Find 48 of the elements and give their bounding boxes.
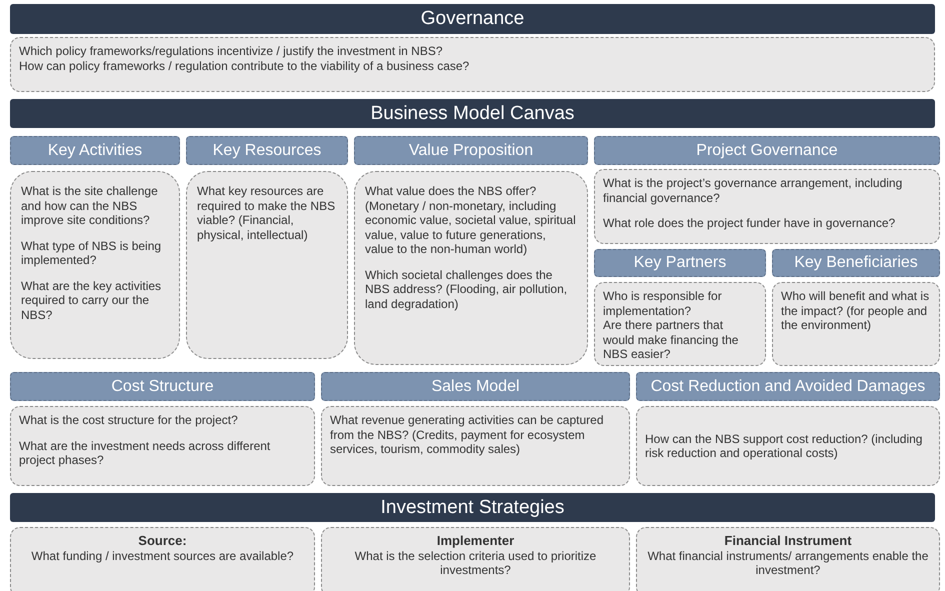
question-text: What revenue generating activities can be captured from the NBS? (Credits, payment for ecosystem services, tourism, commodity sales)	[330, 413, 604, 456]
question-card	[321, 527, 630, 591]
question-card	[10, 406, 315, 486]
card-heading: Implementer	[436, 534, 516, 548]
question-card	[594, 169, 940, 244]
question-text: What type of NBS is being implemented?	[21, 238, 162, 268]
question-text: What is the project’s governance arrangement, including financial governance?	[603, 176, 904, 205]
section-header-bar: Business Model Canvas	[10, 99, 935, 128]
block-header-bar: Key Partners	[594, 249, 766, 277]
question-text: What value does the NBS offer? (Monetary / non-monetary, including economic value, societal value, spiritual value, value to future generations, value to the non-human world)	[365, 184, 577, 256]
question-text: Which societal challenges does the NBS address? (Flooding, air pollution, land degradation)	[365, 268, 568, 311]
section-header-bar: Investment Strategies	[10, 493, 935, 522]
question-card	[636, 527, 940, 591]
question-text: How can policy frameworks / regulation contribute to the viability of a business case?	[19, 58, 470, 73]
block-header-bar: Cost Reduction and Avoided Damages	[636, 372, 940, 401]
question-card	[772, 282, 940, 366]
question-card	[594, 282, 766, 366]
block-header-bar: Cost Structure	[10, 372, 315, 401]
block-header-bar: Project Governance	[594, 136, 940, 165]
card-heading: Source:	[137, 534, 188, 548]
question-text: What is the selection criteria used to prioritize investments?	[354, 548, 598, 578]
question-text: What are the investment needs across different project phases?	[19, 438, 272, 468]
question-card	[10, 527, 315, 591]
question-card	[10, 37, 935, 92]
question-text: How can the NBS support cost reduction? (including risk reduction and operational costs)	[645, 432, 924, 460]
card-heading: Financial Instrument	[723, 534, 853, 548]
question-text: What key resources are required to make the NBS viable? (Financial, physical, intellectual)	[197, 184, 336, 242]
question-card	[186, 171, 348, 359]
question-text: What are the key activities required to carry our the NBS?	[21, 278, 162, 322]
question-text: What financial instruments/ arrangements enable the investment?	[646, 548, 930, 578]
question-text: Who will benefit and what is the impact? (for people and the environment)	[781, 289, 930, 332]
question-text: What role does the project funder have in governance?	[603, 216, 896, 230]
question-text: Who is responsible for implementation?	[603, 289, 723, 318]
block-header-bar: Sales Model	[321, 372, 630, 401]
question-text: What funding / investment sources are available?	[30, 548, 295, 563]
question-text: Are there partners that would make financing the NBS easier?	[603, 318, 740, 362]
section-header-bar: Governance	[10, 4, 935, 34]
block-header-bar: Key Beneficiaries	[772, 249, 940, 277]
question-text: What is the site challenge and how can the NBS improve site conditions?	[21, 184, 159, 228]
question-card	[354, 171, 588, 365]
block-header-bar: Value Proposition	[354, 136, 588, 165]
question-text: Which policy frameworks/regulations incentivize / justify the investment in NBS?	[19, 44, 444, 58]
question-text: What is the cost structure for the project?	[19, 413, 239, 428]
question-card	[10, 171, 180, 359]
question-card	[636, 406, 940, 486]
block-header-bar: Key Resources	[186, 136, 348, 165]
question-card	[321, 406, 630, 486]
block-header-bar: Key Activities	[10, 136, 180, 165]
